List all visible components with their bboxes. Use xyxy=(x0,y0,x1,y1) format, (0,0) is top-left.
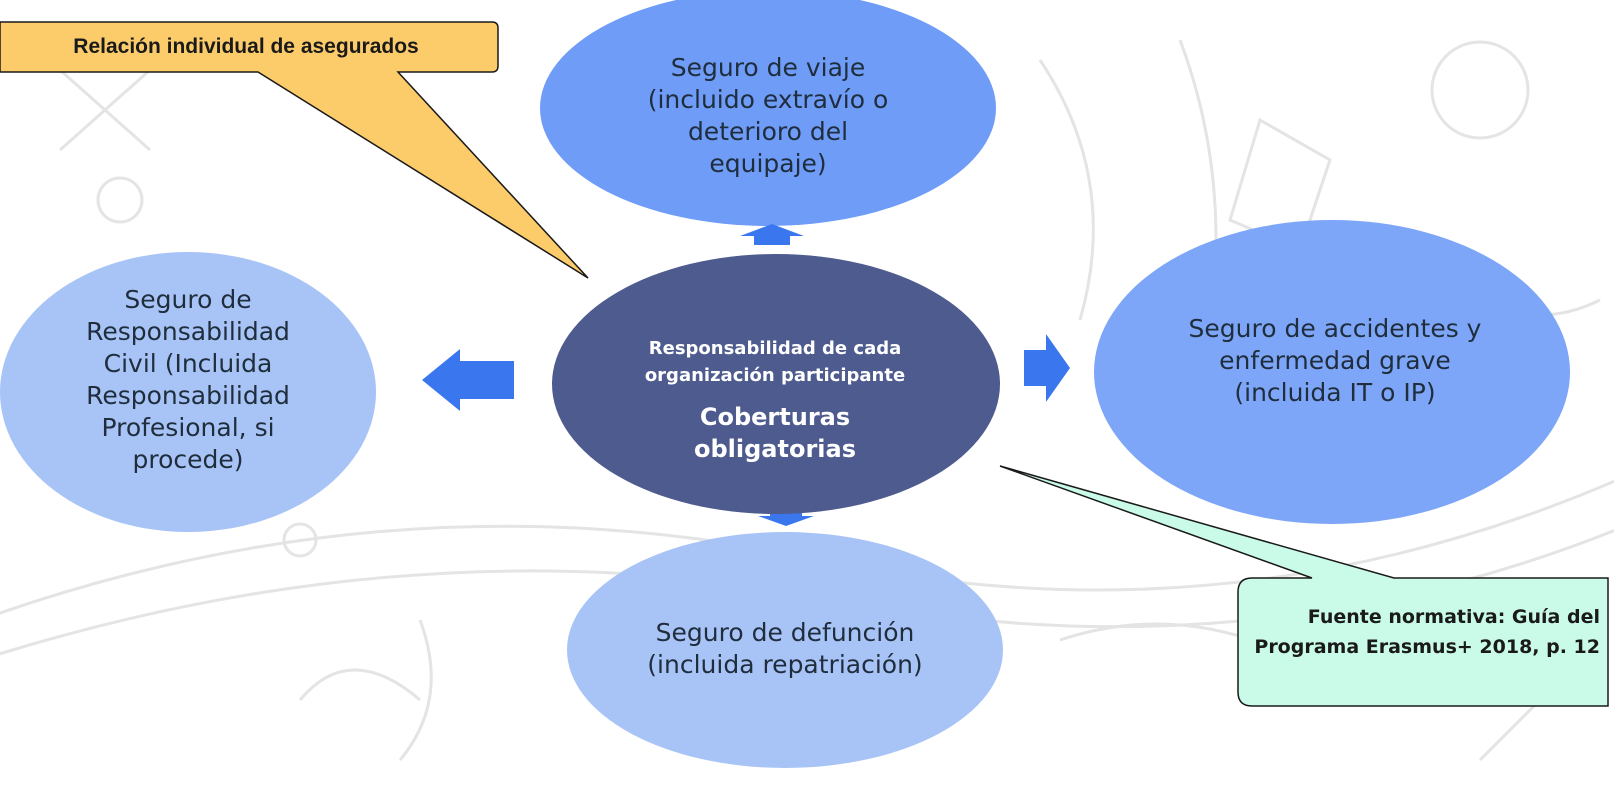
source-note-callout-shape xyxy=(999,465,1609,707)
center-subtitle: Responsabilidad de cada organización par… xyxy=(644,338,906,386)
center-title: Coberturas obligatorias xyxy=(694,403,856,463)
arrow-left-icon xyxy=(422,349,514,411)
accident-illness-node: Seguro de accidentes y enfermedad grave … xyxy=(1170,306,1500,416)
death-repatriation-node-shape xyxy=(567,532,1003,768)
insured-list-callout: Relación individual de asegurados xyxy=(0,22,506,72)
source-note-callout: Fuente normativa: Guía del Programa Eras… xyxy=(1250,602,1600,662)
civil-liability-node-shape xyxy=(0,252,376,532)
center-node: Responsabilidad de cada organización par… xyxy=(590,290,960,510)
accident-illness-node-shape xyxy=(1094,220,1570,524)
death-repatriation-label: Seguro de defunción (incluida repatriaci… xyxy=(647,618,923,679)
source-note-label: Fuente normativa: Guía del Programa Eras… xyxy=(1254,606,1600,658)
insured-list-callout-shape xyxy=(0,21,589,279)
travel-insurance-node: Seguro de viaje (incluido extravío o det… xyxy=(628,36,908,196)
arrow-right-icon xyxy=(1024,334,1070,402)
civil-liability-node: Seguro de Responsabilidad Civil (Incluid… xyxy=(68,260,308,500)
death-repatriation-node: Seguro de defunción (incluida repatriaci… xyxy=(630,594,940,704)
travel-insurance-node-shape xyxy=(540,0,996,226)
civil-liability-label: Seguro de Responsabilidad Civil (Incluid… xyxy=(86,285,290,474)
accident-illness-label: Seguro de accidentes y enfermedad grave … xyxy=(1188,314,1482,407)
arrow-up-icon xyxy=(740,224,804,245)
center-node-shape xyxy=(552,254,1000,514)
insured-list-label: Relación individual de asegurados xyxy=(73,35,419,58)
travel-insurance-label: Seguro de viaje (incluido extravío o det… xyxy=(647,53,889,178)
